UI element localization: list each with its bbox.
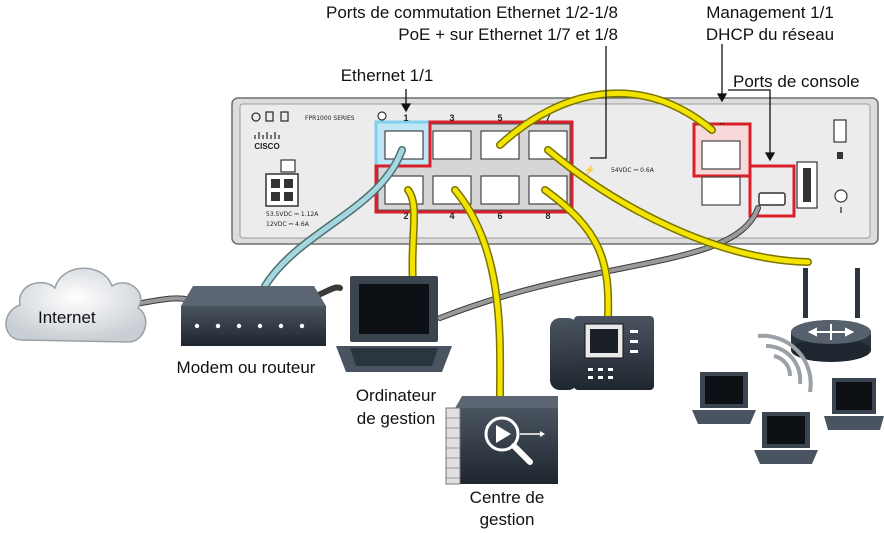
lock-icon (837, 152, 843, 159)
ip-phone-cable (542, 187, 611, 321)
port-2[interactable] (384, 175, 424, 205)
management-port-icon: ↔ (718, 117, 727, 127)
wireless-laptop-1-icon (692, 372, 756, 424)
poe-lightning-icon: ⚡ (584, 164, 595, 176)
management-center-icon (445, 396, 558, 485)
port-number-5: 5 (497, 113, 502, 123)
svg-text:CISCO: CISCO (254, 142, 279, 151)
cisco-logo: CISCO (254, 132, 280, 151)
power-rating-2: 12VDC ⎓ 4.6A (266, 221, 310, 228)
screw-icon (377, 111, 387, 121)
console-cable (438, 206, 760, 320)
internet-label: Internet (38, 308, 96, 327)
ip-phone-icon (550, 316, 654, 390)
power-connector (265, 173, 299, 207)
lock-slot-icon (833, 119, 847, 143)
port-number-1: 1 (403, 113, 408, 123)
management-port-cable (497, 90, 715, 148)
power-button[interactable] (834, 189, 848, 203)
admin-laptop-icon (336, 276, 452, 372)
wireless-access-point-icon (791, 268, 871, 362)
port-number-6: 6 (497, 211, 502, 221)
internet-cloud-icon (5, 267, 147, 343)
port-number-8: 8 (545, 211, 550, 221)
callout-lines (400, 44, 776, 162)
console-rj45-port[interactable] (701, 176, 741, 206)
console-ports-label: Ports de console (733, 72, 860, 91)
management-center-cable (452, 187, 503, 401)
port-3[interactable] (432, 130, 472, 160)
power-rating-1: 53.5VDC ⎓ 1.12A (266, 211, 319, 218)
port-number-3: 3 (449, 113, 454, 123)
modem-router-label: Modem ou routeur (176, 358, 316, 377)
status-icons (251, 111, 289, 122)
model-label: FPR1000 SERIES (305, 115, 355, 122)
port-number-4: 4 (449, 211, 454, 221)
management-center-label-line1: Centre de (469, 488, 545, 507)
port-number-7: 7 (545, 113, 550, 123)
admin-pc-cable (405, 187, 417, 285)
admin-pc-label-line1: Ordinateur (355, 386, 437, 405)
console-ports-highlight (748, 164, 796, 218)
modem-router-icon (181, 286, 326, 346)
cables (127, 89, 812, 402)
port-6[interactable] (480, 175, 520, 205)
wireless-laptop-2-icon (754, 412, 818, 464)
switch-ports-label-line1: Ports de commutation Ethernet 1/2-1/8 (326, 3, 618, 22)
switch-ports-highlight (374, 120, 574, 214)
mini-usb-console-port[interactable] (758, 192, 786, 206)
wireless-signal-icon (757, 333, 813, 393)
wireless-laptop-3-icon (824, 378, 884, 430)
dc-connector-latch (280, 159, 296, 173)
firewall-chassis: CISCO FPR1000 SERIES 53.5VDC ⎓ 1.12A 12V… (231, 97, 879, 245)
admin-pc-label-line2: de gestion (356, 409, 436, 428)
management-label-line2: DHCP du réseau (705, 25, 835, 44)
management-port[interactable] (701, 140, 741, 170)
switch-ports-label-line2: PoE + sur Ethernet 1/7 et 1/8 (398, 25, 618, 44)
outside-cable (262, 147, 405, 289)
poe-rating: 54VDC ⎓ 0.6A (611, 167, 655, 174)
management-center-label-line2: gestion (479, 510, 535, 529)
wireless-ap-cable (545, 147, 811, 265)
ethernet-1-1-label: Ethernet 1/1 (340, 66, 434, 85)
port-1[interactable] (384, 130, 424, 160)
management-label-line1: Management 1/1 (706, 3, 834, 22)
port-number-2: 2 (403, 211, 408, 221)
